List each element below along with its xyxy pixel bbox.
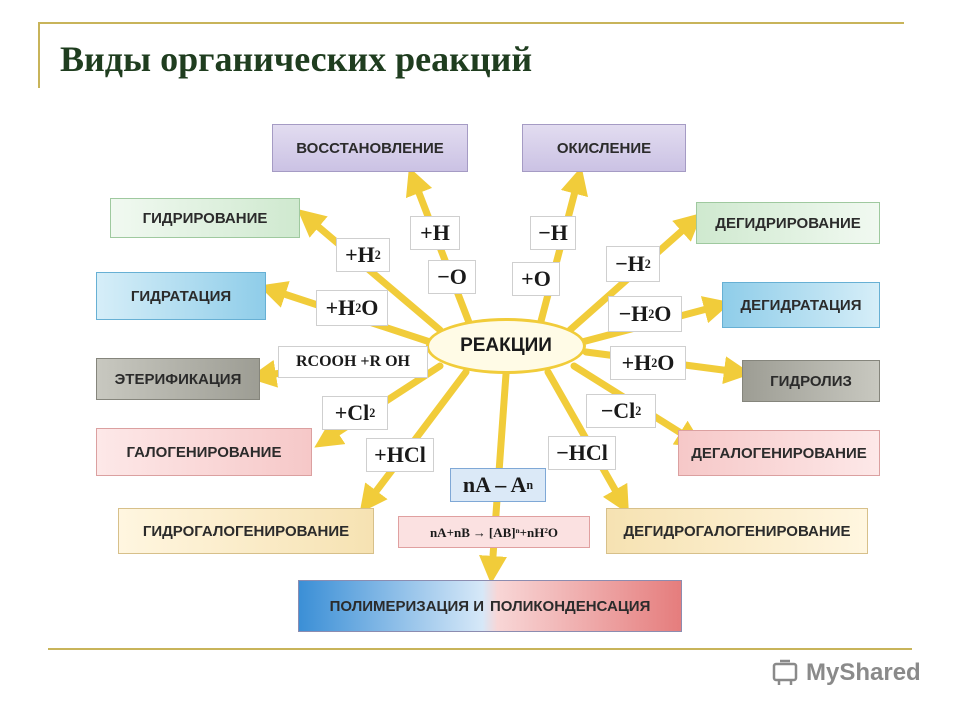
minus-cl2-sub: 2: [635, 403, 642, 418]
minus-h2-sub: 2: [644, 256, 651, 271]
formula-minus-o: −O: [428, 260, 476, 294]
hydrolysis-h2o-sub: 2: [651, 355, 658, 370]
polycond-arrow: →: [472, 524, 486, 540]
minus-h2-main: −H: [615, 251, 645, 276]
formula-ester: RCOOH +R OH: [278, 346, 428, 378]
minus-h2o-sub: 2: [648, 306, 655, 321]
polycond-sub1: n: [515, 527, 520, 536]
polycond-c: +nH: [519, 524, 545, 540]
logo-icon: [772, 659, 798, 685]
plus-h2o-main: +H: [325, 295, 356, 320]
plus-cl2-main: +Cl: [334, 400, 370, 425]
plus-h2-main: +H: [345, 242, 375, 267]
logo-text: MyShared: [806, 659, 921, 686]
plus-h2o-sub: 2: [355, 300, 362, 315]
box-hydrogenation: ГИДРИРОВАНИЕ: [110, 198, 300, 238]
arrow-oxidation: [536, 166, 588, 329]
formula-plus-o: +O: [512, 262, 560, 296]
box-esterification: ЭТЕРИФИКАЦИЯ: [96, 358, 260, 400]
box-reduction: ВОССТАНОВЛЕНИЕ: [272, 124, 468, 172]
box-halogenation: ГАЛОГЕНИРОВАНИЕ: [96, 428, 312, 476]
polycondensation-label: ПОЛИКОНДЕНСАЦИЯ: [490, 597, 651, 615]
box-oxidation: ОКИСЛЕНИЕ: [522, 124, 686, 172]
polymerization-label: ПОЛИМЕРИЗАЦИЯ И: [329, 597, 484, 615]
box-hydration: ГИДРАТАЦИЯ: [96, 272, 266, 320]
formula-minus-hcl: −HCl: [548, 436, 616, 470]
box-dehydration: ДЕГИДРАТАЦИЯ: [722, 282, 880, 328]
frame-bottom-line: [48, 648, 912, 650]
box-dehydrohalogenation: ДЕГИДРОГАЛОГЕНИРОВАНИЕ: [606, 508, 868, 554]
formula-minus-h: −H: [530, 216, 576, 250]
minus-h2o-tail: O: [654, 301, 672, 326]
plus-cl2-sub: 2: [369, 405, 376, 420]
center-reactions: РЕАКЦИИ: [426, 318, 586, 374]
polycond-b: [AB]: [488, 524, 516, 540]
polycond-a: nA+nB: [429, 524, 470, 540]
myshared-logo[interactable]: MyShared: [770, 658, 921, 688]
polycond-sub2: 2: [544, 527, 548, 536]
hydrolysis-h2o-tail: O: [657, 350, 675, 375]
formula-plus-h: +H: [410, 216, 460, 250]
arrow-hydrogenation: [297, 208, 444, 334]
frame-top-line: [38, 22, 904, 24]
polycond-d: O: [547, 524, 559, 540]
minus-h2o-main: −H: [618, 301, 649, 326]
minus-cl2-main: −Cl: [600, 398, 636, 423]
box-dehalogenation: ДЕГАЛОГЕНИРОВАНИЕ: [678, 430, 880, 476]
plus-h2o-tail: O: [361, 295, 379, 320]
arrow-reduction: [405, 166, 474, 329]
box-dehydrogenation: ДЕГИДРИРОВАНИЕ: [696, 202, 880, 244]
polymer-sub: n: [526, 477, 534, 492]
box-hydrohalogenation: ГИДРОГАЛОГЕНИРОВАНИЕ: [118, 508, 374, 554]
reactions-diagram: ВОССТАНОВЛЕНИЕ ОКИСЛЕНИЕ ГИДРИРОВАНИЕ ГИ…: [90, 110, 890, 650]
page-title: Виды органических реакций: [60, 39, 533, 79]
arrow-hydrohalogenation: [359, 368, 470, 514]
polymer-main: nA – A: [462, 472, 527, 497]
hydrolysis-h2o-main: +H: [621, 350, 652, 375]
box-hydrolysis: ГИДРОЛИЗ: [742, 360, 880, 402]
box-polymerization-polycondensation: ПОЛИМЕРИЗАЦИЯ И ПОЛИКОНДЕНСАЦИЯ: [298, 580, 682, 632]
frame-left-line: [38, 22, 40, 88]
formula-plus-hcl: +HCl: [366, 438, 434, 472]
plus-h2-sub: 2: [374, 247, 381, 262]
